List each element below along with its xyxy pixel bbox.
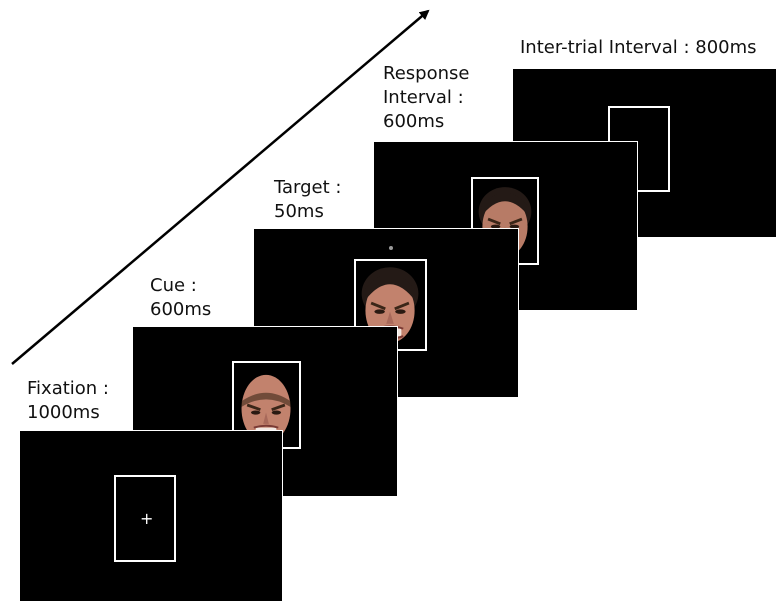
- fixation-screen: +: [19, 430, 283, 601]
- response-label: Response Interval : 600ms: [383, 63, 470, 132]
- iti-label: Inter-trial Interval : 800ms: [520, 37, 757, 58]
- fixation-cross-icon: +: [140, 509, 154, 528]
- fixation-label: Fixation : 1000ms: [27, 378, 109, 423]
- cue-face-frame: [232, 361, 301, 449]
- probe-dot: [389, 246, 393, 250]
- target-label: Target : 50ms: [274, 177, 342, 222]
- fixation-frame: +: [114, 475, 176, 562]
- cue-label: Cue : 600ms: [150, 275, 212, 320]
